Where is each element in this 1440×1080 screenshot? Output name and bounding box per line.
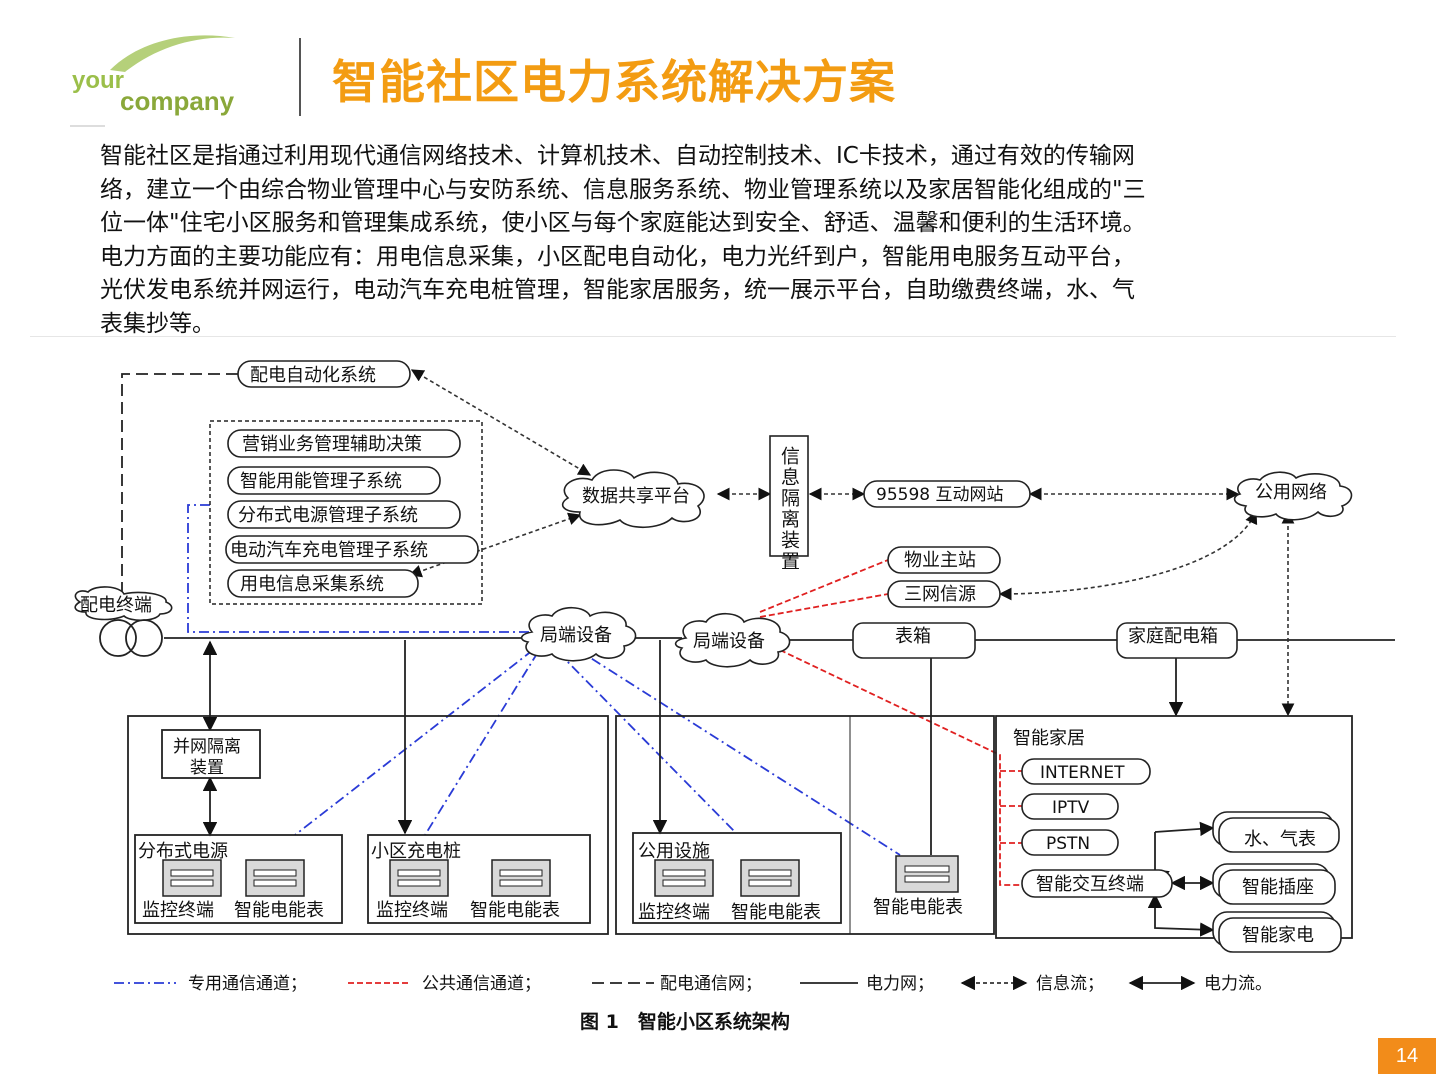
- label-smart-meter-4: 智能电能表: [873, 897, 963, 918]
- legend-private-channel: 专用通信通道；: [188, 974, 307, 994]
- legend-power-flow: 电力流。: [1204, 974, 1272, 994]
- panel-community-charger: 小区充电桩: [371, 841, 461, 862]
- node-home-dist-box: 家庭配电箱: [1128, 626, 1218, 647]
- intro-paragraph: 智能社区是指通过利用现代通信网络技术、计算机技术、自动控制技术、IC卡技术，通过…: [100, 140, 1400, 342]
- page-number-badge: 14: [1378, 1038, 1436, 1074]
- panel-distributed-source: 分布式电源: [138, 841, 228, 862]
- node-distributed-power-mgmt: 分布式电源管理子系统: [238, 505, 418, 526]
- meter-devices: [162, 855, 959, 897]
- label-monitor-terminal-3: 监控终端: [638, 902, 710, 923]
- intro-line: 光伏发电系统并网运行，电动汽车充电桩管理，智能家居服务，统一展示平台，自助缴费终…: [100, 277, 1135, 304]
- label-smart-meter-3: 智能电能表: [731, 902, 821, 923]
- node-ev-charging-mgmt: 电动汽车充电管理子系统: [230, 540, 428, 561]
- logo-text-company: company: [120, 86, 235, 116]
- legend-public-channel: 公共通信通道；: [422, 974, 541, 994]
- intro-line: 智能社区是指通过利用现代通信网络技术、计算机技术、自动控制技术、IC卡技术，通过…: [100, 143, 1135, 169]
- page-title: 智能社区电力系统解决方案: [332, 55, 896, 109]
- label-smart-meter-1: 智能电能表: [234, 900, 324, 921]
- panel-public-facility: 公用设施: [638, 841, 710, 862]
- node-95598-site: 95598 互动网站: [876, 485, 1003, 505]
- node-marketing: 营销业务管理辅助决策: [242, 434, 422, 455]
- node-smart-socket: 智能插座: [1242, 877, 1314, 898]
- node-dist-automation: 配电自动化系统: [250, 365, 376, 386]
- node-property-station: 物业主站: [904, 550, 976, 571]
- section-separator: [30, 336, 1396, 337]
- legend-power-grid: 电力网；: [866, 974, 934, 994]
- node-local-equipment-1: 局端设备: [540, 625, 612, 646]
- node-pstn: PSTN: [1046, 834, 1090, 854]
- node-smart-energy: 智能用能管理子系统: [240, 471, 402, 492]
- company-logo: your company: [70, 35, 235, 127]
- node-local-equipment-2: 局端设备: [693, 631, 765, 652]
- logo-text-your: your: [72, 67, 124, 94]
- node-triple-net: 三网信源: [904, 584, 976, 605]
- node-grid-isolation-l1: 并网隔离: [173, 737, 241, 757]
- legend-info-flow: 信息流；: [1036, 974, 1104, 994]
- node-metering-system: 用电信息采集系统: [240, 574, 384, 595]
- node-meter-box: 表箱: [895, 626, 931, 647]
- label-monitor-terminal-1: 监控终端: [142, 900, 214, 921]
- node-iptv: IPTV: [1052, 798, 1090, 818]
- header-divider: [299, 38, 301, 116]
- label-monitor-terminal-2: 监控终端: [376, 900, 448, 921]
- transformer-icon: [99, 619, 163, 657]
- node-smart-interactive-terminal: 智能交互终端: [1036, 874, 1144, 895]
- figure-caption: 图 1 智能小区系统架构: [580, 1010, 790, 1033]
- node-isolation-device: 信息隔离装置: [778, 446, 800, 572]
- node-dist-terminal: 配电终端: [80, 595, 152, 616]
- intro-line: 络，建立一个由综合物业管理中心与安防系统、信息服务系统、物业管理系统以及家居智能…: [100, 176, 1146, 203]
- label-smart-meter-2: 智能电能表: [470, 900, 560, 921]
- node-smart-appliance: 智能家电: [1242, 925, 1314, 946]
- legend-dist-comm-net: 配电通信网；: [660, 974, 762, 994]
- intro-line: 电力方面的主要功能应有：用电信息采集，小区配电自动化，电力光纤到户，智能用电服务…: [100, 243, 1135, 270]
- system-architecture-diagram: 配电自动化系统 营销业务管理辅助决策 智能用能管理子系统 分布式电源管理子系统 …: [74, 360, 1395, 1033]
- node-data-platform: 数据共享平台: [582, 486, 690, 507]
- intro-line: 位一体"住宅小区服务和管理集成系统，使小区与每个家庭能达到安全、舒适、温馨和便利…: [100, 210, 1146, 237]
- node-public-network: 公用网络: [1255, 482, 1327, 503]
- node-water-gas-meter: 水、气表: [1244, 829, 1316, 850]
- panel-smart-home: 智能家居: [1013, 728, 1085, 749]
- node-grid-isolation-l2: 装置: [190, 758, 224, 778]
- node-internet: INTERNET: [1040, 763, 1125, 783]
- intro-line: 表集抄等。: [100, 310, 215, 337]
